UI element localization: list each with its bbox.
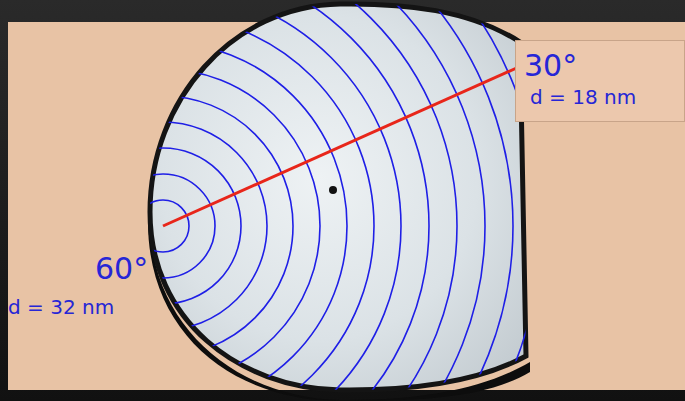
thickness-label: d = 32 nm [8,296,114,318]
thickness-label: d = 18 nm [530,86,676,108]
center-mark [329,186,337,194]
label-box: 30° d = 18 nm [515,40,685,122]
interference-fringes [0,0,541,401]
angle-label: 30° [524,49,676,82]
measurement-line [163,66,521,226]
angle-label: 60° [95,252,148,285]
